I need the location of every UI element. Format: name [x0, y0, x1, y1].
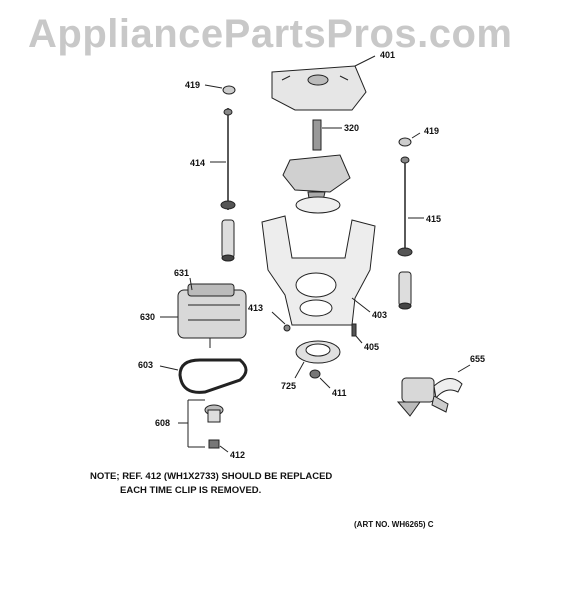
- part-608-pump-pulley[interactable]: [178, 399, 224, 448]
- label-419-left: 419: [185, 80, 200, 90]
- label-419-right: 419: [424, 126, 439, 136]
- part-320-transmission[interactable]: [282, 119, 351, 214]
- label-403: 403: [372, 310, 387, 320]
- label-603: 603: [138, 360, 153, 370]
- label-413: 413: [248, 303, 263, 313]
- part-411-nut[interactable]: [309, 369, 331, 389]
- note-line-1: NOTE; REF. 412 (WH1X2733) SHOULD BE REPL…: [90, 471, 333, 482]
- label-630: 630: [140, 312, 155, 322]
- part-405-screw[interactable]: [351, 323, 363, 344]
- label-412: 412: [230, 450, 245, 460]
- part-412-clip[interactable]: [208, 439, 229, 453]
- label-631: 631: [174, 268, 189, 278]
- label-405: 405: [364, 342, 379, 352]
- label-725: 725: [281, 381, 296, 391]
- art-number: (ART NO. WH6265) C: [354, 520, 434, 529]
- part-419-right-cap[interactable]: [398, 132, 421, 147]
- label-401: 401: [380, 50, 395, 60]
- part-655-pump[interactable]: [396, 364, 471, 417]
- part-603-belt[interactable]: [159, 358, 248, 394]
- part-413-bolt[interactable]: [271, 311, 291, 332]
- note-line-2: EACH TIME CLIP IS REMOVED.: [120, 485, 262, 496]
- label-415: 415: [426, 214, 441, 224]
- part-419-left-cap[interactable]: [204, 84, 236, 95]
- watermark: AppliancePartsPros.com: [28, 12, 513, 56]
- part-414-suspension-rod[interactable]: [210, 108, 236, 262]
- label-655: 655: [470, 354, 485, 364]
- label-411: 411: [332, 388, 347, 398]
- label-320: 320: [344, 123, 359, 133]
- part-403-frame[interactable]: [261, 215, 376, 326]
- part-401-cover[interactable]: [271, 55, 376, 111]
- part-415-suspension-rod[interactable]: [397, 156, 424, 310]
- part-725-pulley[interactable]: [294, 340, 341, 379]
- label-414: 414: [190, 158, 205, 168]
- part-630-motor[interactable]: [160, 277, 247, 348]
- label-608: 608: [155, 418, 170, 428]
